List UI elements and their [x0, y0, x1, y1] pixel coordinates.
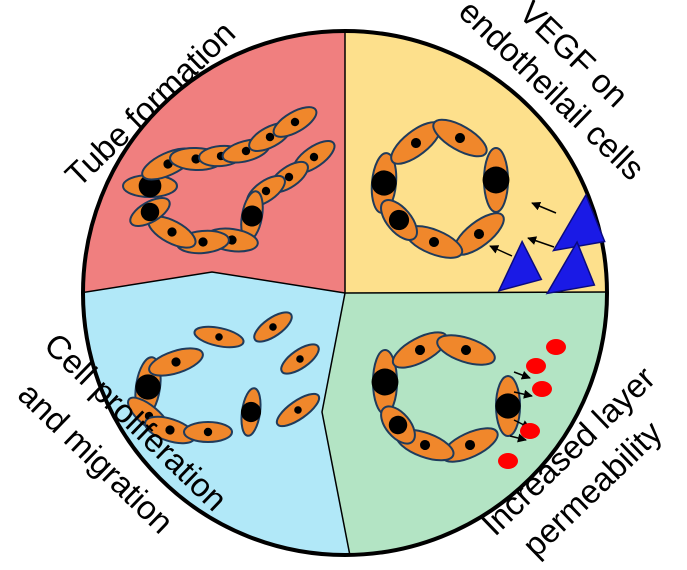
signal-arrow-icon [527, 236, 555, 248]
vegf-triangle-icon [545, 240, 596, 295]
vegf-ring-cell [482, 147, 510, 213]
proliferating-cell [193, 325, 245, 349]
vegf-triangle-icon [497, 239, 543, 292]
permeability-ring-cell [371, 349, 399, 415]
permeability-ring-cell [436, 334, 496, 366]
proliferating-cell [240, 387, 262, 437]
proliferating-cell [148, 347, 204, 377]
tube-cell [147, 215, 197, 249]
proliferating-cell [275, 392, 321, 428]
red-dot-icon [498, 453, 518, 469]
quadrant-proliferation [83, 272, 352, 555]
vegf-ring-cell [380, 199, 418, 241]
extras-layer [489, 193, 606, 469]
tube-cell [272, 106, 318, 138]
proliferating-cell [253, 311, 293, 343]
signal-arrow-icon [489, 245, 513, 257]
red-dot-icon [520, 423, 540, 439]
signal-arrow-icon [531, 201, 557, 214]
tube-cell [129, 197, 171, 227]
red-dot-icon [526, 358, 546, 374]
red-dot-icon [546, 339, 566, 355]
horizontal-divider [83, 271, 607, 294]
vertical-divider [321, 31, 353, 555]
cells-layer [122, 106, 521, 463]
vegf-ring-cell [432, 118, 488, 158]
tube-cell [122, 174, 178, 198]
red-dot-icon [532, 381, 552, 397]
permeability-ring-cell [380, 405, 416, 445]
vegf-ring-cell [370, 152, 398, 214]
outer-circle [81, 29, 609, 557]
permeability-ring-cell [495, 375, 521, 437]
proliferating-cell [280, 343, 320, 375]
leak-arrow-icon [509, 433, 527, 443]
leak-arrow-icon [513, 370, 531, 380]
leak-arrow-icon [513, 389, 533, 399]
proliferating-cell [183, 421, 233, 443]
